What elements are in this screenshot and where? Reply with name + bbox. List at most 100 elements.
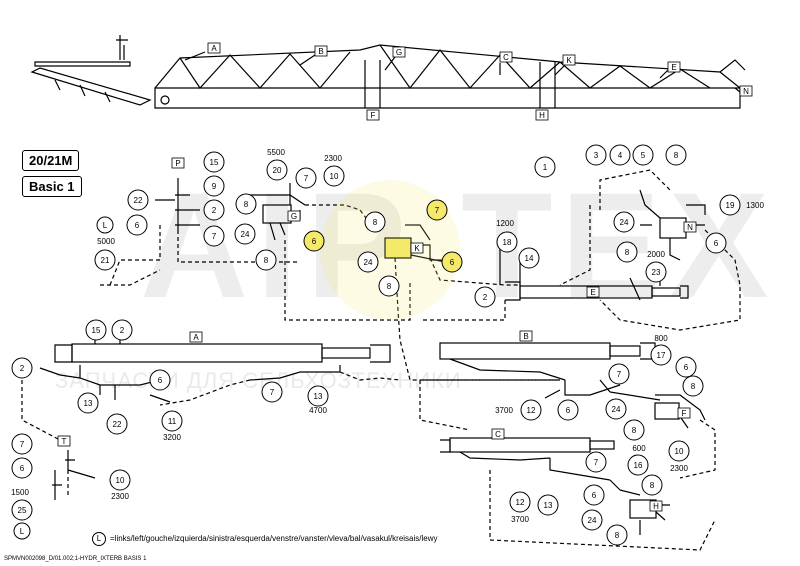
callout-8: 8 [264,256,269,265]
boom-overview [30,35,746,120]
callout-19: 19 [726,201,735,210]
callout-16: 16 [634,461,643,470]
callout-17: 17 [657,351,666,360]
callout-7: 7 [435,206,440,215]
callout-20: 20 [273,166,282,175]
callout-18: 18 [503,238,512,247]
callout-24: 24 [612,405,621,414]
dim-1300: 1300 [746,201,764,210]
callout-6: 6 [312,237,317,246]
callout-2: 2 [20,364,25,373]
dim-2300-top: 2300 [324,154,342,163]
callout-13: 13 [84,399,93,408]
boom-section-g: G [396,48,402,57]
callout-6: 6 [566,406,571,415]
callout-6: 6 [158,376,163,385]
callout-13: 13 [544,501,553,510]
callout-6: 6 [592,491,597,500]
callout-9: 9 [212,182,217,191]
boom-section-a: A [211,44,217,53]
boom-section-n: N [743,87,749,96]
callout-6: 6 [135,221,140,230]
dim-3700-b: 3700 [495,406,513,415]
callout-8: 8 [244,200,249,209]
callout-24: 24 [620,218,629,227]
callout-3: 3 [594,151,599,160]
legend-text: =links/left/gouche/izquierda/sinistra/es… [110,534,438,544]
dim-1200: 1200 [496,219,514,228]
callout-1: 1 [543,163,548,172]
callout-14: 14 [525,254,534,263]
dim-3200: 3200 [163,433,181,442]
boom-section-c: C [503,53,509,62]
legend: L =links/left/gouche/izquierda/sinistra/e… [92,532,438,546]
callout-12: 12 [527,406,536,415]
section-a: A [193,333,199,342]
dim-2300-t: 2300 [111,492,129,501]
boom-section-k: K [566,56,572,65]
callout-7: 7 [304,174,309,183]
section-p: P [175,159,180,168]
callout-8: 8 [387,282,392,291]
section-c: C [495,430,501,439]
section-k: K [414,244,420,253]
callout-5: 5 [641,151,646,160]
section-n: N [687,223,693,232]
callout-25: 25 [18,506,27,515]
callout-l-2: L [20,527,25,536]
boom-section-e: E [671,63,676,72]
dim-2000: 2000 [647,250,665,259]
dim-1500: 1500 [11,488,29,497]
section-g: G [291,212,297,221]
callout-7: 7 [212,232,217,241]
callout-8: 8 [615,531,620,540]
callout-8: 8 [691,382,696,391]
callout-l-1: L [103,221,108,230]
callout-6: 6 [450,258,455,267]
dim-4700: 4700 [309,406,327,415]
boom-section-b: B [318,47,323,56]
callout-7: 7 [270,388,275,397]
callout-2: 2 [212,206,217,215]
section-e: E [590,288,595,297]
legend-symbol: L [92,532,106,546]
callout-8: 8 [373,218,378,227]
callout-15: 15 [92,326,101,335]
callout-8: 8 [650,481,655,490]
variant-label: Basic 1 [22,176,82,197]
drawing-id: SPMVN002098_D/01.002;1-HYDR_IXTERB BASIS… [4,556,147,562]
dim-800: 800 [654,334,668,343]
dimension-labels: 5500 2300 1200 2000 1300 5000 800 3700 4… [11,148,764,524]
callout-15: 15 [210,158,219,167]
dim-3700-c: 3700 [511,515,529,524]
callout-8: 8 [632,426,637,435]
callout-22: 22 [134,196,143,205]
callout-21: 21 [101,256,110,265]
callout-24: 24 [588,516,597,525]
callout-2: 2 [120,326,125,335]
part-callouts: 15 9 2 7 22 6 L 21 20 7 10 8 24 8 6 8 7 … [11,144,741,546]
section-t: T [62,437,67,446]
dim-600: 600 [632,444,646,453]
section-h: H [653,502,659,511]
boom-section-h: H [539,111,545,120]
callout-8: 8 [674,151,679,160]
callout-6: 6 [714,239,719,248]
callout-10: 10 [675,447,684,456]
callout-11: 11 [168,417,177,426]
callout-23: 23 [652,268,661,277]
callout-8: 8 [625,248,630,257]
section-b: B [523,332,528,341]
callout-24: 24 [241,230,250,239]
callout-13: 13 [314,392,323,401]
callout-10: 10 [330,172,339,181]
callout-10: 10 [116,476,125,485]
callout-7: 7 [594,458,599,467]
section-f: F [682,409,687,418]
callout-7: 7 [617,370,622,379]
callout-2: 2 [483,293,488,302]
model-label: 20/21M [22,150,80,171]
callout-12: 12 [516,498,525,507]
dim-5000: 5000 [97,237,115,246]
